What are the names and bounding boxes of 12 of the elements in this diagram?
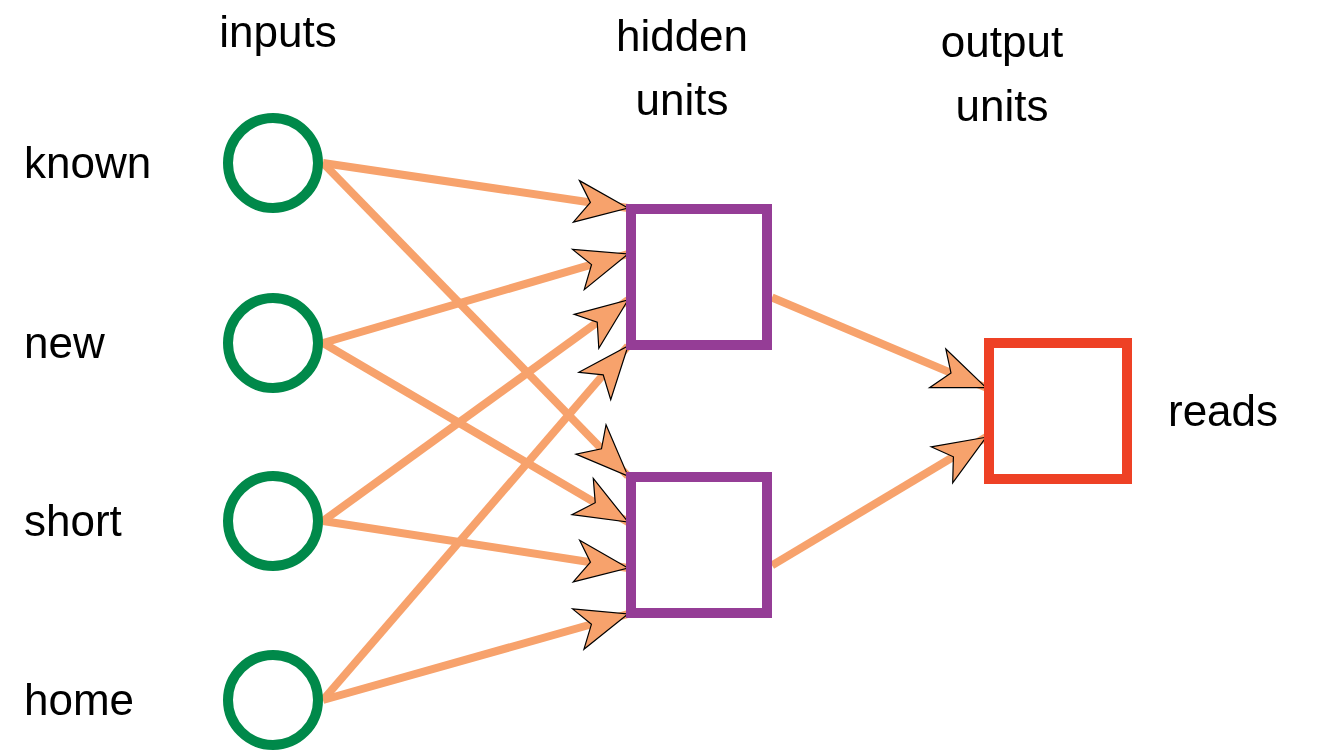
arrow: [322, 159, 629, 223]
hidden-unit-square: [626, 204, 772, 350]
column-heading: hidden units: [614, 10, 750, 126]
node-label: known: [24, 138, 152, 188]
hidden-unit-square: [626, 472, 772, 618]
column-heading: output units: [939, 16, 1065, 132]
node-label: reads: [1168, 386, 1279, 436]
column-heading: inputs: [218, 6, 338, 58]
node-label: home: [24, 675, 135, 725]
node-label: new: [24, 318, 105, 368]
node-label: short: [24, 496, 122, 546]
arrow: [321, 608, 630, 704]
